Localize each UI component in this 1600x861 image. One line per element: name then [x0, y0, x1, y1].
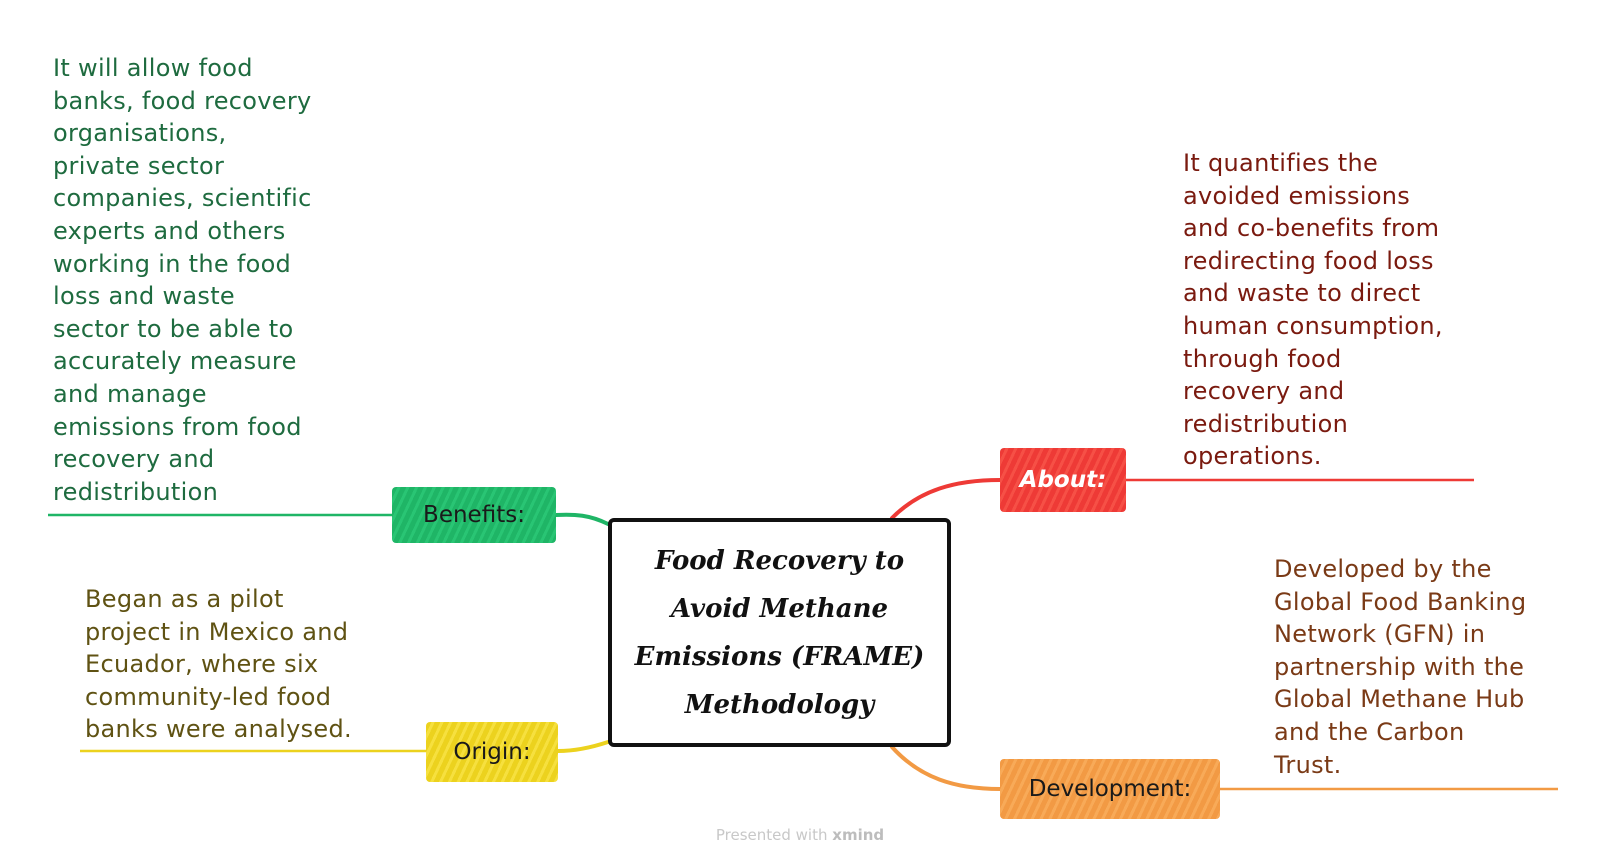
watermark-brand: xmind	[832, 826, 885, 844]
benefits-label: Benefits:	[423, 502, 525, 528]
connector-origin	[556, 740, 610, 753]
connector-about	[890, 478, 1002, 520]
connector-development	[890, 745, 1002, 791]
benefits-note: It will allow food banks, food recovery …	[53, 54, 312, 506]
development-note: Developed by the Global Food Banking Net…	[1274, 555, 1527, 779]
connector-benefits	[554, 512, 610, 526]
central-topic[interactable]: Food Recovery to Avoid Methane Emissions…	[608, 518, 951, 747]
central-topic-title: Food Recovery to Avoid Methane Emissions…	[634, 545, 925, 720]
about-label: About:	[1019, 467, 1107, 493]
origin-note: Began as a pilot project in Mexico and E…	[85, 585, 352, 744]
about-note: It quantifies the avoided emissions and …	[1183, 149, 1443, 471]
development-topic[interactable]: Development:	[1000, 759, 1220, 819]
about-topic[interactable]: About:	[1000, 448, 1126, 512]
presented-with-watermark: Presented with xmind	[0, 826, 1600, 844]
watermark-prefix: Presented with	[715, 826, 828, 844]
origin-label: Origin:	[453, 739, 531, 765]
benefits-topic[interactable]: Benefits:	[392, 487, 556, 543]
origin-topic[interactable]: Origin:	[426, 722, 558, 782]
development-label: Development:	[1028, 776, 1192, 802]
